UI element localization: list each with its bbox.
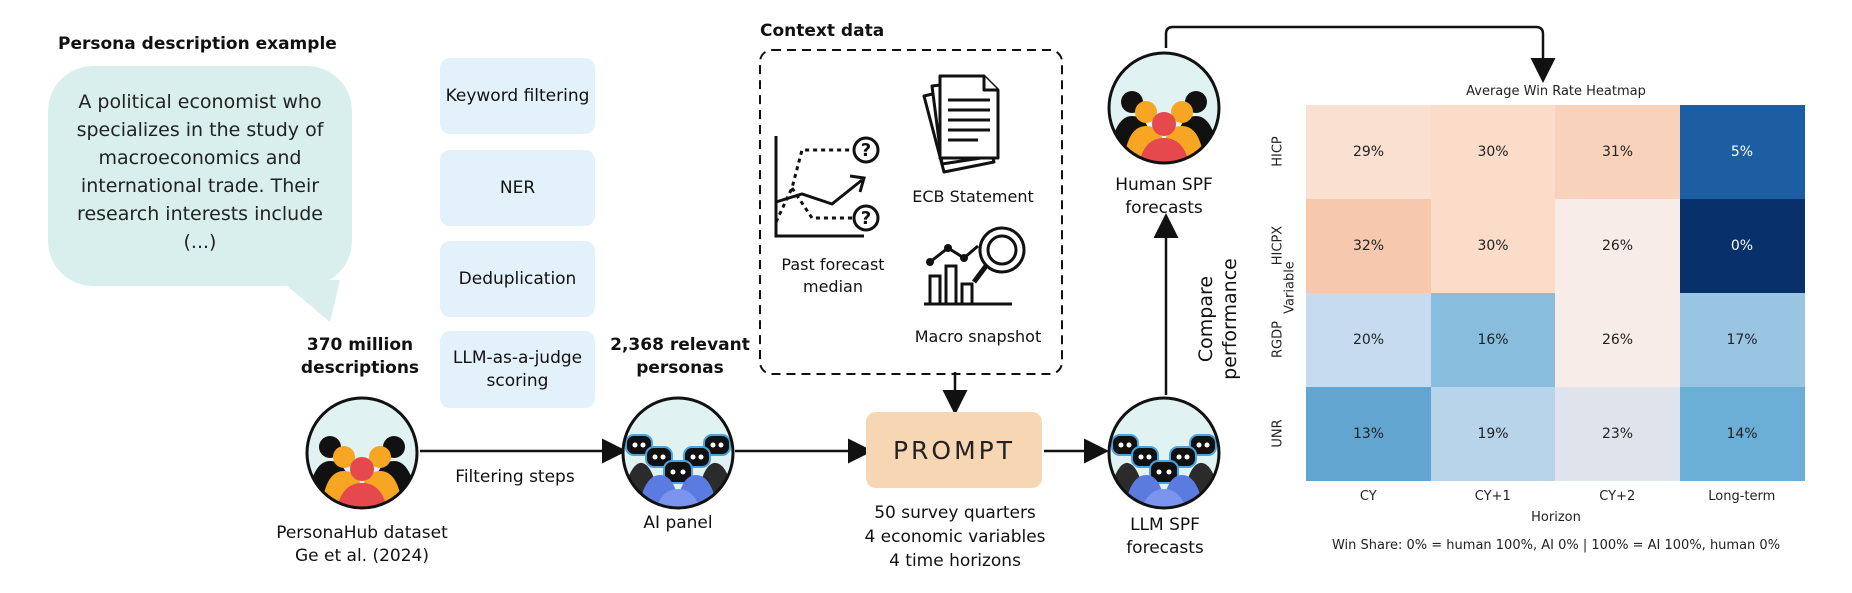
heatmap-cell-unr-3: 14% xyxy=(1679,387,1805,481)
heatmap-ylabel: Variable xyxy=(1282,261,1298,314)
heatmap-cell-rgdp-1: 16% xyxy=(1430,293,1556,387)
persona-hub-count: 370 million descriptions xyxy=(300,335,420,378)
prompt-detail-1: 50 survey quarters xyxy=(874,503,1036,523)
heatmap-cell-hicpx-0: 32% xyxy=(1306,199,1431,293)
document-icon xyxy=(922,74,1000,174)
persona-hub-caption-1: PersonaHub dataset xyxy=(276,523,448,543)
context-title: Context data xyxy=(760,21,885,41)
heatmap-cell-hicp-2: 31% xyxy=(1555,105,1680,199)
speech-bubble xyxy=(48,66,352,322)
step-llm-judge: LLM-as-a-judge scoring xyxy=(440,331,595,408)
heatmap-y-tick: HICP xyxy=(1270,136,1286,167)
svg-text:?: ? xyxy=(861,208,871,229)
past-forecast-label: Past forecast median xyxy=(781,255,885,296)
heatmap-cell-hicpx-1: 30% xyxy=(1430,199,1556,293)
svg-text:?: ? xyxy=(861,140,871,161)
prompt-detail-2: 4 economic variables xyxy=(864,527,1046,547)
persona-example-title: Persona description example xyxy=(58,34,337,54)
analytics-magnifier-icon xyxy=(924,226,1026,306)
ecb-statement-label: ECB Statement xyxy=(912,187,1034,206)
heatmap-cell-rgdp-0: 20% xyxy=(1306,293,1431,387)
heatmap-y-tick: UNR xyxy=(1270,419,1286,448)
heatmap-cell-unr-1: 19% xyxy=(1430,387,1556,481)
heatmap-cell-hicp-1: 30% xyxy=(1430,105,1556,199)
heatmap-x-tick: CY xyxy=(1359,489,1377,504)
heatmap-cell-hicp-0: 29% xyxy=(1306,105,1431,199)
persona-description-text: A political economist who specializes in… xyxy=(76,91,324,253)
heatmap-x-tick: Long-term xyxy=(1708,489,1776,504)
robot-group-icon xyxy=(621,396,735,510)
heatmap-cell-hicpx-3: 0% xyxy=(1679,199,1805,293)
persona-hub-caption-2: Ge et al. (2024) xyxy=(294,546,430,566)
step-ner: NER xyxy=(440,150,595,226)
context-box xyxy=(759,49,1063,375)
heatmap-cell-rgdp-3: 17% xyxy=(1679,293,1805,387)
forecast-chart-icon: ? ? xyxy=(774,136,880,238)
human-group-icon xyxy=(1107,51,1221,165)
heatmap-cell-unr-0: 13% xyxy=(1306,387,1431,481)
prompt-detail-3: 4 time horizons xyxy=(889,551,1021,571)
macro-snapshot-label: Macro snapshot xyxy=(914,327,1042,346)
heatmap-cell-rgdp-2: 26% xyxy=(1555,293,1680,387)
heatmap-cell-unr-2: 23% xyxy=(1555,387,1680,481)
heatmap-x-tick: CY+2 xyxy=(1599,489,1636,504)
compare-performance-label: Compare performance xyxy=(1195,258,1241,380)
people-group-icon xyxy=(305,396,419,510)
heatmap-title: Average Win Rate Heatmap xyxy=(1466,84,1646,99)
heatmap-cell-hicp-3: 5% xyxy=(1679,105,1805,199)
ai-panel-count: 2,368 relevant personas xyxy=(610,335,750,378)
prompt-box: PROMPT xyxy=(866,412,1042,488)
human-spf-caption: Human SPF forecasts xyxy=(1115,175,1213,218)
heatmap-xlabel: Horizon xyxy=(1531,510,1581,525)
llm-robot-group-icon xyxy=(1107,396,1221,510)
llm-spf-caption: LLM SPF forecasts xyxy=(1126,515,1204,558)
heatmap-x-tick: CY+1 xyxy=(1474,489,1511,504)
step-keyword-filtering: Keyword filtering xyxy=(440,58,595,134)
heatmap-cell-hicpx-2: 26% xyxy=(1555,199,1680,293)
ai-panel-caption: AI panel xyxy=(643,513,713,533)
filtering-arrow-label: Filtering steps xyxy=(455,467,575,487)
step-deduplication: Deduplication xyxy=(440,241,595,317)
heatmap-caption: Win Share: 0% = human 100%, AI 0% | 100%… xyxy=(1331,538,1781,553)
